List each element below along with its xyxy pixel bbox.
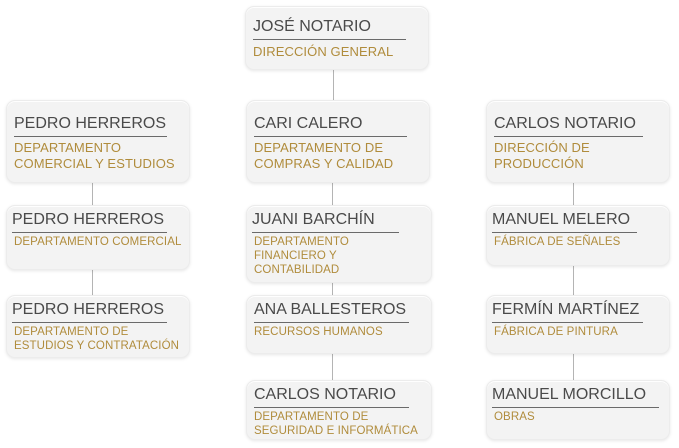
node-name: MANUEL MORCILLO: [492, 386, 659, 408]
connector-line: [333, 70, 334, 100]
org-node-head: CARLOS NOTARIO DIRECCIÓN DE PRODUCCIÓN: [486, 100, 670, 183]
node-department: FÁBRICA DE PINTURA: [494, 326, 618, 338]
node-department: DEPARTAMENTO DE SEGURIDAD E INFORMÁTICA: [254, 411, 418, 437]
org-node-head: CARI CALERO DEPARTAMENTO DE COMPRAS Y CA…: [246, 100, 430, 183]
node-name: FERMÍN MARTÍNEZ: [492, 301, 643, 323]
node-department: OBRAS: [494, 411, 535, 423]
connector-line: [332, 183, 333, 205]
org-node: JUANI BARCHÍN DEPARTAMENTO FINANCIERO Y …: [246, 205, 432, 283]
connector-line: [573, 266, 574, 295]
node-department: DEPARTAMENTO DE COMPRAS Y CALIDAD: [254, 140, 394, 171]
node-name: PEDRO HERREROS: [12, 301, 167, 323]
node-name: CARLOS NOTARIO: [494, 115, 643, 137]
connector-line: [92, 183, 93, 205]
node-name: ANA BALLESTEROS: [254, 301, 409, 323]
connector-line: [573, 183, 574, 205]
node-name: PEDRO HERREROS: [14, 115, 167, 137]
node-name: PEDRO HERREROS: [12, 211, 167, 233]
org-node: CARLOS NOTARIO DEPARTAMENTO DE SEGURIDAD…: [246, 380, 432, 440]
org-node: PEDRO HERREROS DEPARTAMENTO DE ESTUDIOS …: [6, 295, 190, 358]
connector-line: [332, 283, 333, 295]
node-department: DEPARTAMENTO FINANCIERO Y CONTABILIDAD: [254, 236, 349, 276]
node-department: RECURSOS HUMANOS: [254, 326, 383, 338]
connector-line: [92, 270, 93, 295]
org-node: ANA BALLESTEROS RECURSOS HUMANOS: [246, 295, 432, 354]
org-node: MANUEL MELERO FÁBRICA DE SEÑALES: [486, 205, 670, 266]
org-node: FERMÍN MARTÍNEZ FÁBRICA DE PINTURA: [486, 295, 670, 354]
node-department: FÁBRICA DE SEÑALES: [494, 236, 621, 248]
org-node: MANUEL MORCILLO OBRAS: [486, 380, 670, 440]
org-node-head: PEDRO HERREROS DEPARTAMENTO COMERCIAL Y …: [6, 100, 190, 183]
node-department: DIRECCIÓN GENERAL: [253, 44, 394, 59]
connector-line: [332, 354, 333, 380]
connector-line: [573, 354, 574, 380]
org-node-root: JOSÉ NOTARIO DIRECCIÓN GENERAL: [245, 6, 429, 70]
node-name: JUANI BARCHÍN: [252, 211, 399, 233]
org-node: PEDRO HERREROS DEPARTAMENTO COMERCIAL: [6, 205, 190, 270]
node-name: CARI CALERO: [254, 115, 407, 137]
node-name: MANUEL MELERO: [492, 211, 637, 233]
node-name: JOSÉ NOTARIO: [253, 18, 406, 40]
node-department: DEPARTAMENTO COMERCIAL: [14, 236, 182, 248]
node-name: CARLOS NOTARIO: [254, 386, 409, 408]
node-department: DEPARTAMENTO COMERCIAL Y ESTUDIOS: [14, 140, 175, 171]
node-department: DEPARTAMENTO DE ESTUDIOS Y CONTRATACIÓN: [14, 326, 180, 352]
node-department: DIRECCIÓN DE PRODUCCIÓN: [494, 140, 590, 171]
